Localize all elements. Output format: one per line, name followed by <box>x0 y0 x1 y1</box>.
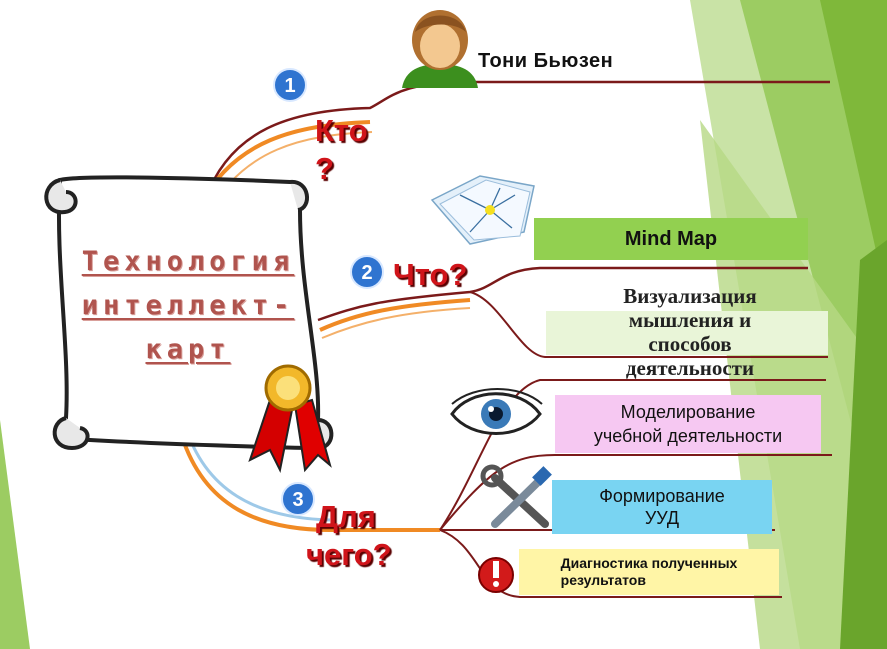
question-why-line-2: чего? <box>306 537 392 572</box>
modeling-box: Моделирование учебной деятельности <box>555 395 821 453</box>
visualization-line-1: Визуализация <box>623 284 757 308</box>
question-why: Для чего? <box>306 498 392 574</box>
modeling-line-1: Моделирование <box>620 402 756 422</box>
visualization-line-4: деятельности <box>625 356 755 380</box>
diagnostics-line-2: результатов <box>560 572 646 588</box>
question-why-line-1: Для <box>316 499 376 534</box>
mindmap-sketch-icon <box>430 175 535 245</box>
badge-3-label: 3 <box>292 489 303 511</box>
badge-2-label: 2 <box>361 262 372 284</box>
uud-line-1: Формирование <box>599 486 725 506</box>
center-topic: Технология интеллект- карт <box>78 240 298 372</box>
visualization-line-3: способов <box>648 332 732 356</box>
diagnostics-box: Диагностика полученных результатов <box>519 549 779 595</box>
center-line-1: Технология <box>81 246 295 277</box>
uud-line-2: УУД <box>644 508 680 528</box>
badge-2: 2 <box>350 255 384 289</box>
tools-icon <box>480 464 552 528</box>
mindmap-box: Mind Map <box>534 218 808 260</box>
badge-1-label: 1 <box>284 75 295 97</box>
center-line-3: карт <box>145 334 231 365</box>
question-who-line-1: Кто <box>315 113 368 148</box>
visualization-text: Визуализация мышления и способов деятель… <box>570 284 810 384</box>
uud-box: Формирование УУД <box>552 480 772 534</box>
question-who-line-2: ? <box>315 151 334 186</box>
visualization-line-2: мышления и <box>628 308 752 332</box>
diagnostics-line-1: Диагностика полученных <box>560 555 738 571</box>
person-avatar-icon <box>402 10 478 88</box>
question-who: Кто ? <box>315 112 368 188</box>
exclamation-icon <box>478 557 514 593</box>
eye-icon <box>450 388 543 435</box>
award-ribbon-icon <box>248 364 332 474</box>
badge-1: 1 <box>273 68 307 102</box>
scroll-icon <box>44 175 334 451</box>
author-name: Тони Бьюзен <box>478 50 614 72</box>
center-line-2: интеллект- <box>81 290 295 321</box>
badge-3: 3 <box>281 482 315 516</box>
question-what: Что? <box>393 257 468 292</box>
modeling-line-2: учебной деятельности <box>593 426 783 446</box>
visualization-box-bg <box>546 311 828 355</box>
